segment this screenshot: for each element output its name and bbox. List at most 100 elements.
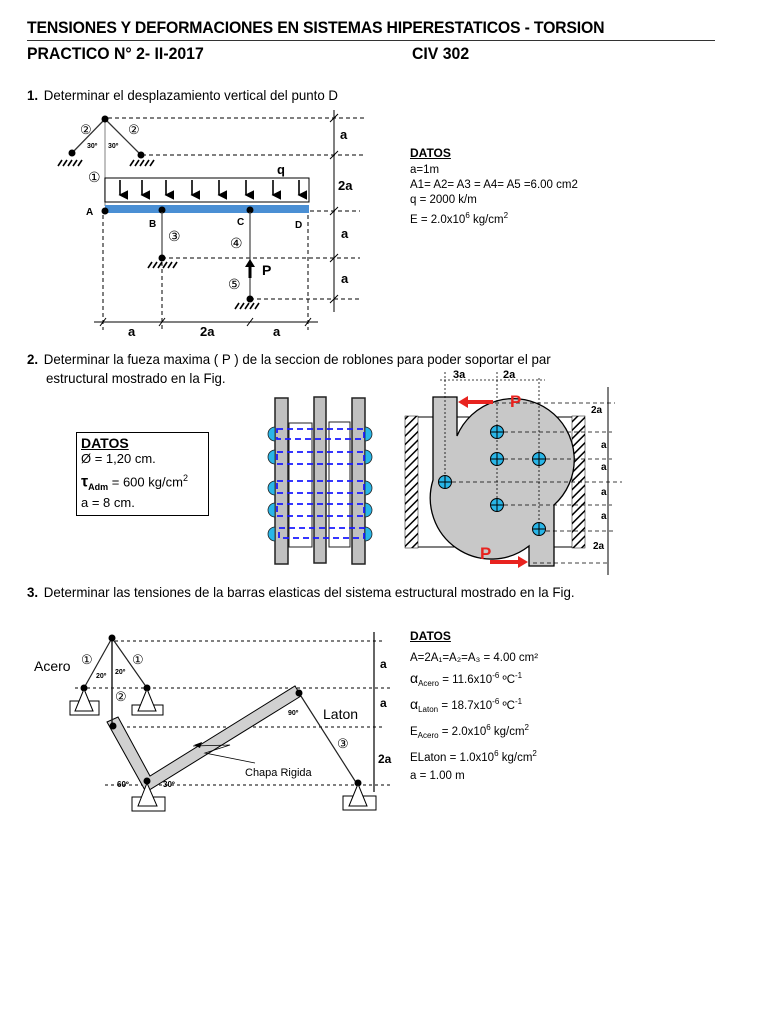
fig1-vdim-ticks [329,113,339,304]
course-code: CIV 302 [412,44,470,63]
problem-3-number: 3. [27,584,39,600]
bar-label: ③ [168,228,181,244]
point-label-A: A [86,207,93,218]
svg-text:a: a [380,657,387,671]
datos-a: a = 8 cm. [81,494,135,510]
svg-text:20º: 20º [115,669,126,676]
svg-text:a: a [128,324,136,339]
rivet-heads [267,426,373,542]
fixed-support-hatch [57,159,260,310]
node-A [101,207,109,215]
problem-1-statement: 1.Determinar el desplazamiento vertical … [27,87,338,103]
load-arrows [118,180,307,200]
angle-label: 30º [87,143,98,150]
svg-text:2a: 2a [200,324,215,339]
svg-text:①: ① [132,652,144,667]
svg-text:a: a [273,324,281,339]
svg-text:a: a [341,271,349,286]
force-arrows [458,396,528,568]
rivet-shanks [276,428,365,539]
svg-text:①: ① [81,652,93,667]
force-label: P [262,262,271,278]
label-chapa-rigida: Chapa Rigida [245,767,313,779]
problem-2-number: 2. [27,351,39,367]
title-rule [27,40,715,41]
datos-tau: τAdm = 600 kg/cm2 [81,473,188,492]
svg-text:3a: 3a [453,369,466,381]
force-label: P [480,544,491,563]
point-label-C: C [237,217,244,228]
svg-text:a: a [601,511,607,522]
svg-text:2a: 2a [591,405,603,416]
datos-heading: DATOS [410,629,451,643]
problem-1-text: Determinar el desplazamiento vertical de… [43,87,339,103]
svg-text:60º: 60º [117,780,129,789]
problem-2-text-line2: estructural mostrado en la Fig. [46,370,226,386]
distributed-load-box [104,177,310,203]
load-label: q [277,162,285,177]
datos-heading: DATOS [410,146,451,160]
force-arrow-P [245,259,255,278]
figure-3: Acero Laton Chapa Rigida ① ① ② ③ 20º 20º… [34,632,392,812]
fig1-guides [102,117,365,330]
bar-label: ④ [230,235,243,251]
datos-diameter: Ø = 1,20 cm. [81,451,156,466]
svg-text:90º: 90º [288,710,299,717]
problem-3-datos: DATOS A=2A₁=A₂=A₃ = 4.00 cm² αAcero = 11… [410,627,538,785]
rivets [438,425,546,536]
datos-q: q = 2000 k/m [410,194,477,206]
filler-plate [328,421,351,548]
svg-text:20º: 20º [96,673,107,680]
datos-alpha-acero: αAcero = 11.6x10-6 ºC-1 [410,669,523,689]
problem-3-text: Determinar las tensiones de la barras el… [43,584,575,600]
bar-label: ① [88,169,101,185]
node [101,115,109,123]
bar-2-left [71,118,106,154]
datos-E: E = 2.0x106 kg/cm2 [410,211,509,226]
figure-1: ② ② 30º 30º ① q A B C D ③ ④ ⑤ P [57,110,365,339]
datos-a: a=1m [410,164,440,176]
problem-1-datos: DATOS a=1m A1= A2= A3 = A4= A5 =6.00 cm2… [410,146,578,228]
bar-label: ② [80,122,92,137]
datos-a: a = 1.00 m [410,770,465,783]
problem-1-number: 1. [27,87,39,103]
label-acero: Acero [34,658,71,674]
problem-3-statement: 3.Determinar las tensiones de la barras … [27,584,575,600]
datos-heading: DATOS [81,435,129,451]
angle-label: 30º [108,143,119,150]
problem-2-datos-box: DATOS Ø = 1,20 cm. τAdm = 600 kg/cm2 a =… [76,432,209,516]
filler-plate [288,422,313,548]
datos-E-laton: ELaton = 1.0x106 kg/cm2 [410,749,537,765]
node [137,151,145,159]
svg-text:a: a [340,127,348,142]
rigid-beam [105,205,309,213]
svg-text:2a: 2a [593,541,605,552]
datos-E-acero: EAcero = 2.0x106 kg/cm2 [410,723,529,741]
node [68,149,76,157]
datos-areas: A=2A₁=A₂=A₃ = 4.00 cm² [410,652,539,664]
problem-2-statement: 2.Determinar la fueza maxima ( P ) de la… [27,350,551,388]
practico-label: PRACTICO N° 2- II-2017 [27,44,204,63]
problem-2-text-line1: Determinar la fueza maxima ( P ) de la s… [43,351,551,367]
bar-2-right [104,118,142,156]
svg-text:②: ② [115,689,127,704]
figure-2-rivet-section [267,396,373,565]
svg-text:a: a [341,226,349,241]
svg-text:30º: 30º [163,780,175,789]
datos-alpha-laton: αLaton = 18.7x10-6 ºC-1 [410,695,523,715]
point-label-B: B [149,219,156,230]
svg-text:a: a [601,487,607,498]
svg-text:2a: 2a [378,752,392,766]
bar-label: ② [128,122,140,137]
label-laton: Laton [323,706,358,722]
datos-areas: A1= A2= A3 = A4= A5 =6.00 cm2 [410,179,578,191]
svg-text:a: a [601,462,607,473]
svg-text:a: a [380,696,387,710]
bar-label: ⑤ [228,276,241,292]
node-B [158,206,166,214]
svg-text:a: a [601,440,607,451]
point-label-D: D [295,220,302,231]
pin-supports [69,687,377,812]
document-title: TENSIONES Y DEFORMACIONES EN SISTEMAS HI… [27,18,605,37]
